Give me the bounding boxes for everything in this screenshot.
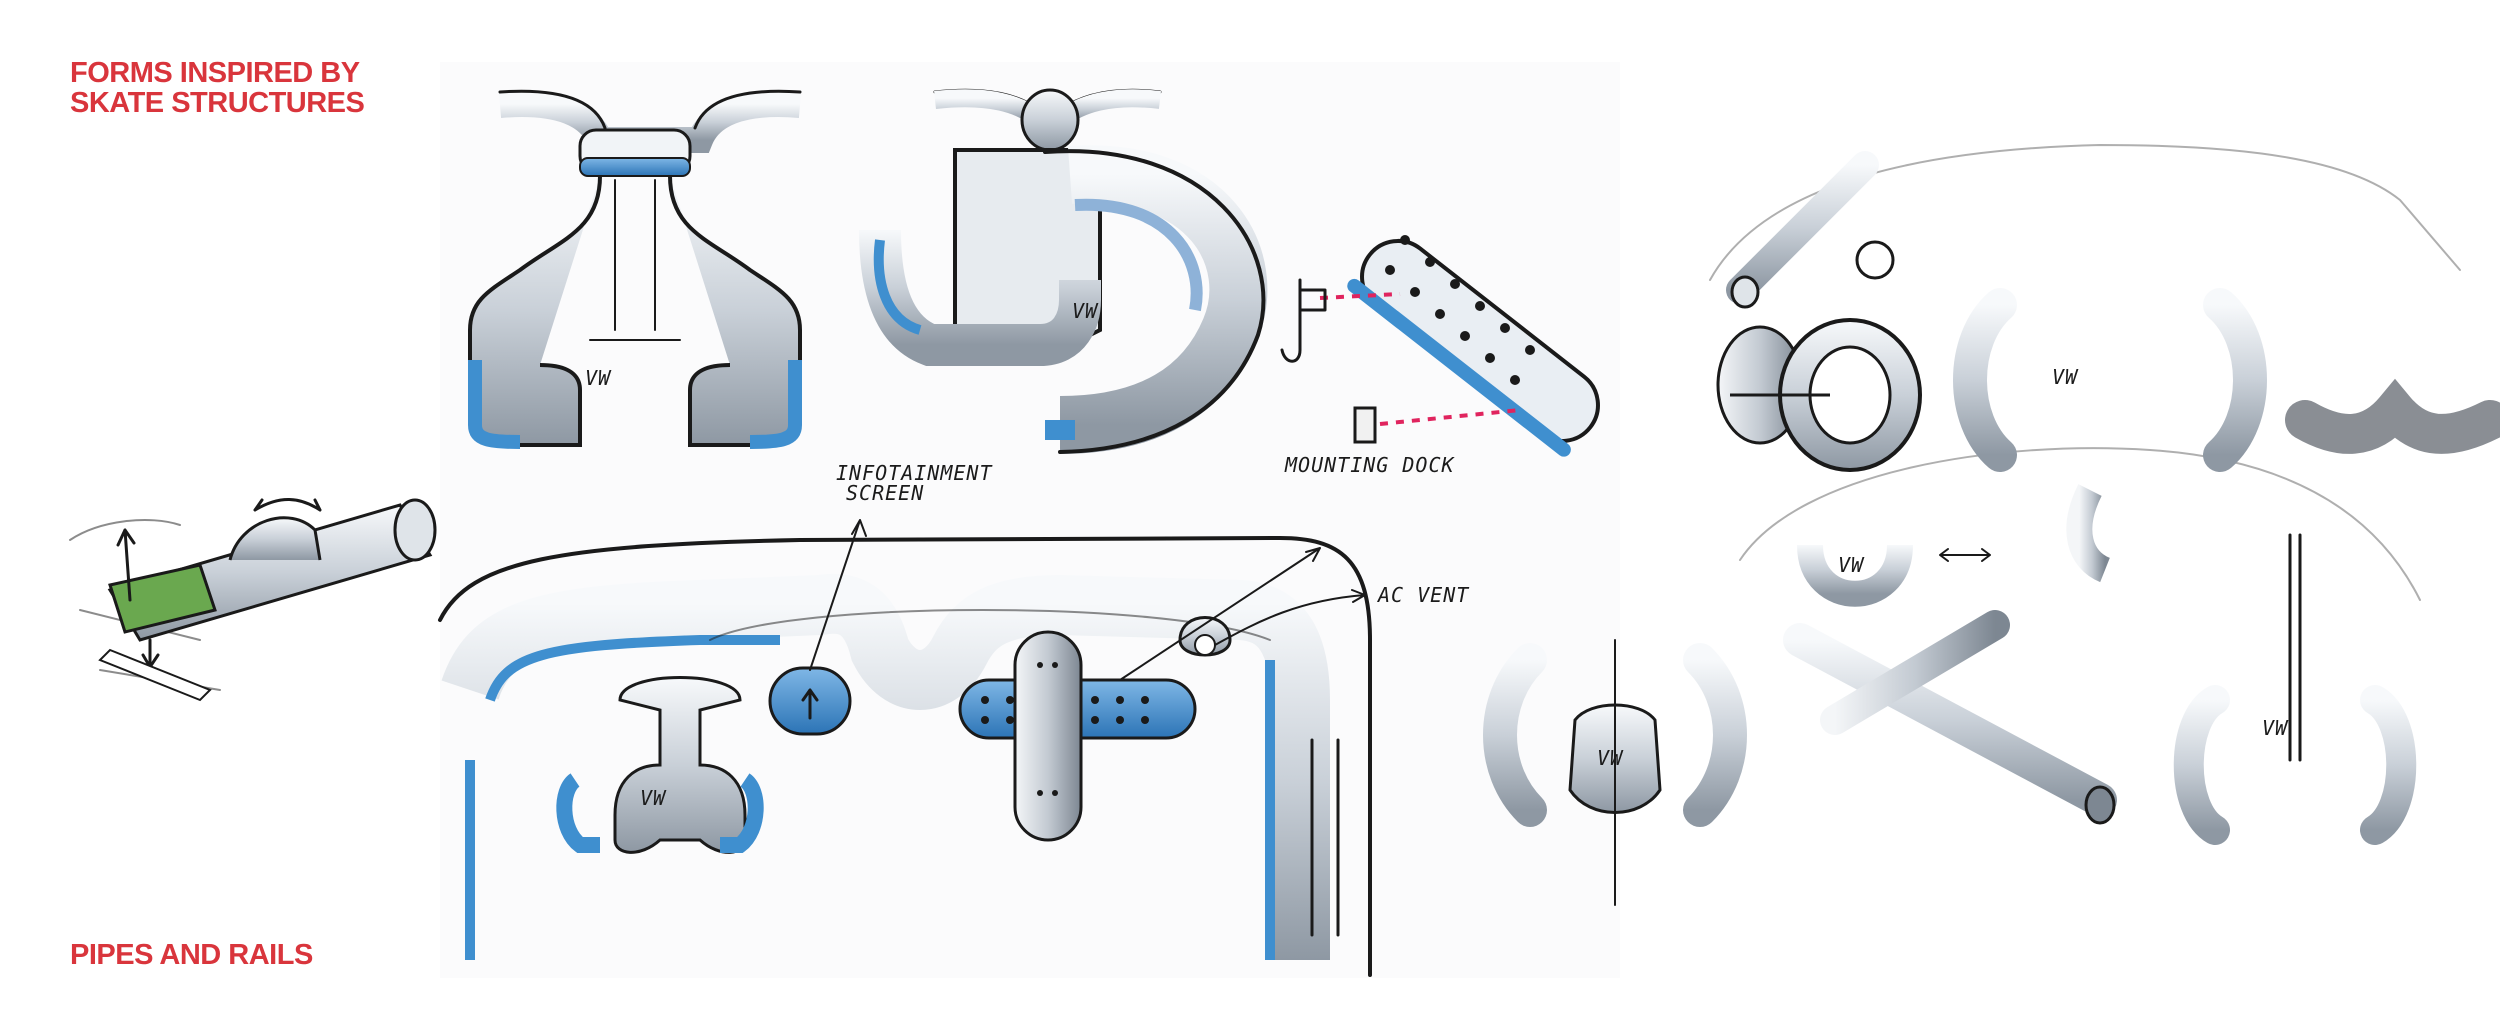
svg-text:VW: VW: [1597, 746, 1624, 770]
sketch-hook-console: VW: [859, 88, 1268, 454]
green-grip: [108, 563, 217, 634]
svg-text:VW: VW: [2262, 716, 2289, 740]
svg-text:VW: VW: [1072, 299, 1099, 323]
annotation-ac-vent: AC VENT: [1376, 583, 1470, 607]
svg-text:VW: VW: [640, 786, 667, 810]
sketch-skateboard-mount: [1280, 235, 1600, 457]
sketch-pipe-console: VW: [468, 89, 802, 449]
title-forms-inspired: FORMS INSPIRED BY SKATE STRUCTURES: [70, 57, 365, 119]
sketch-right-cluster: VW VW VW VW: [1483, 144, 2500, 906]
annotation-mounting-dock: MOUNTING DOCK: [1284, 453, 1455, 477]
sketch-dashboard-overview: VW INFOTAINMENT SCREEN MOUNTING DOCK AC …: [438, 453, 1470, 977]
annotation-infotainment-line1: INFOTAINMENT: [836, 461, 993, 485]
sketch-detachable-handle: [69, 498, 437, 702]
title-pipes-and-rails: PIPES AND RAILS: [70, 939, 313, 971]
vw-logo: VW: [585, 366, 612, 390]
svg-text:VW: VW: [1838, 553, 1865, 577]
svg-text:VW: VW: [2052, 365, 2079, 389]
annotation-infotainment-line2: SCREEN: [846, 481, 924, 505]
